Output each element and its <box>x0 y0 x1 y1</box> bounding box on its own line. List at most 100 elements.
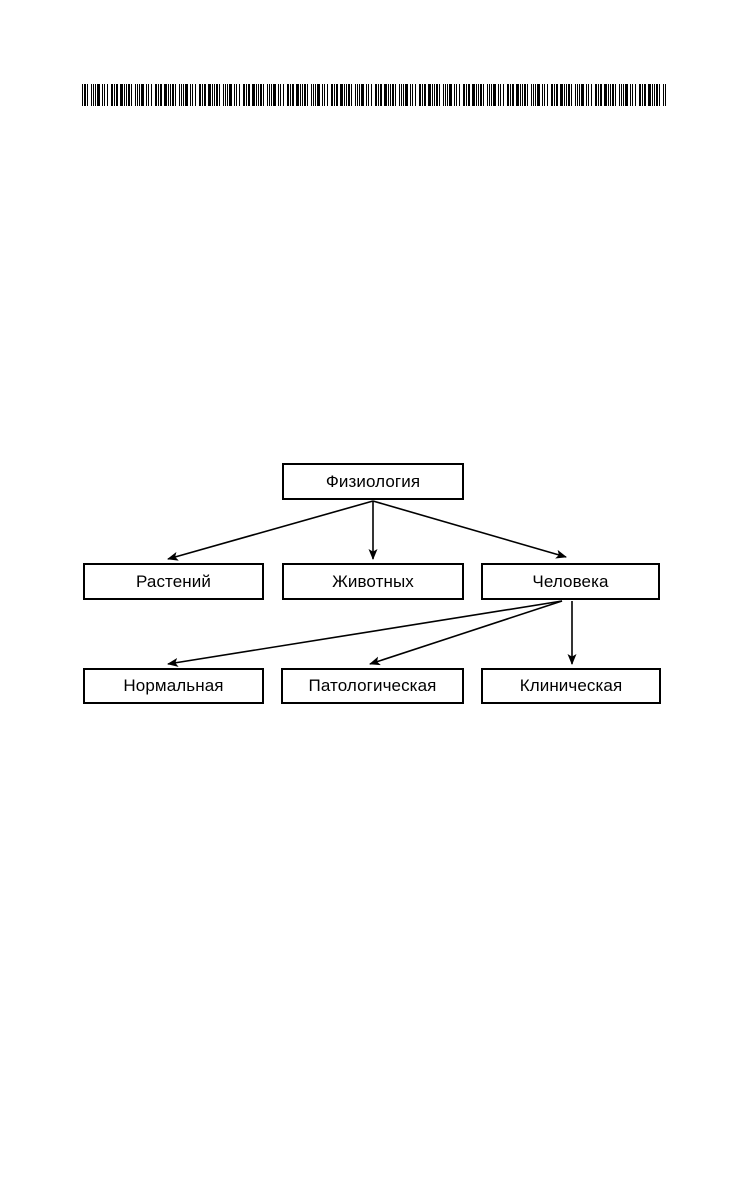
node-fiziologiya[interactable]: Физиология <box>282 463 464 500</box>
barcode-bar <box>155 84 157 106</box>
barcode-bar <box>192 84 193 106</box>
barcode-bar <box>315 84 316 106</box>
barcode-bar <box>317 84 320 106</box>
barcode-bar <box>380 84 382 106</box>
barcode-bar <box>351 84 352 106</box>
barcode-bar <box>172 84 174 106</box>
barcode-bar <box>434 84 435 106</box>
barcode-bar <box>97 84 100 106</box>
barcode-bar <box>623 84 624 106</box>
barcode-bar <box>195 84 196 106</box>
barcode-bar <box>577 84 578 106</box>
barcode-bar <box>493 84 496 106</box>
edge-fiziologiya-cheloveka <box>372 500 567 559</box>
barcode-bar <box>447 84 448 106</box>
barcode-bar <box>128 84 130 106</box>
barcode-bar <box>512 84 514 106</box>
barcode-bar <box>604 84 607 106</box>
barcode-bar <box>487 84 488 106</box>
barcode-bar <box>273 84 276 106</box>
barcode-bar <box>151 84 152 106</box>
barcode-bar <box>520 84 521 106</box>
barcode-bar <box>635 84 636 106</box>
barcode-bar <box>104 84 105 106</box>
edge-cheloveka-normalnaya <box>167 600 563 667</box>
barcode-bar <box>436 84 438 106</box>
barcode-bar <box>432 84 433 106</box>
barcode-bar <box>164 84 167 106</box>
barcode-bar <box>114 84 115 106</box>
barcode-bar <box>227 84 228 106</box>
barcode-bar <box>449 84 452 106</box>
barcode-bar <box>141 84 144 106</box>
barcode-bar <box>483 84 484 106</box>
barcode-bar <box>131 84 132 106</box>
barcode-bar <box>419 84 421 106</box>
barcode-bar <box>216 84 218 106</box>
barcode-bar <box>292 84 294 106</box>
barcode-bar <box>522 84 523 106</box>
barcode-bar <box>260 84 262 106</box>
barcode-bar <box>236 84 237 106</box>
barcode-bar <box>102 84 103 106</box>
barcode-bar <box>566 84 567 106</box>
node-label-normalnaya: Нормальная <box>123 676 224 695</box>
barcode-bar <box>466 84 467 106</box>
barcode-bar <box>547 84 548 106</box>
barcode-bar <box>361 84 364 106</box>
barcode-bar <box>384 84 387 106</box>
barcode-bar <box>598 84 599 106</box>
barcode-bar <box>665 84 666 106</box>
barcode-bar <box>280 84 281 106</box>
node-zhivotnyh[interactable]: Животных <box>282 563 464 600</box>
barcode-bar <box>491 84 492 106</box>
node-cheloveka[interactable]: Человека <box>481 563 660 600</box>
barcode-bar <box>246 84 247 106</box>
barcode-bar <box>399 84 400 106</box>
barcode-bar <box>510 84 511 106</box>
barcode-bar <box>212 84 213 106</box>
barcode-bar <box>223 84 224 106</box>
barcode-bar <box>459 84 460 106</box>
barcode-bar <box>612 84 614 106</box>
barcode-bar <box>287 84 289 106</box>
barcode-bar <box>395 84 396 106</box>
barcode-bar <box>428 84 431 106</box>
node-klinicheskaya[interactable]: Клиническая <box>481 668 661 704</box>
barcode-bar <box>654 84 655 106</box>
barcode-bar <box>336 84 338 106</box>
barcode-bar <box>424 84 426 106</box>
barcode-bar <box>204 84 206 106</box>
barcode-bar <box>116 84 118 106</box>
barcode-bar <box>524 84 526 106</box>
barcode-bar <box>403 84 404 106</box>
barcode-bar <box>91 84 92 106</box>
barcode-bar <box>300 84 301 106</box>
node-patologicheskaya[interactable]: Патологическая <box>281 668 464 704</box>
barcode-bar <box>503 84 504 106</box>
barcode-bar <box>324 84 325 106</box>
barcode-bar <box>346 84 347 106</box>
barcode-bar <box>642 84 643 106</box>
barcode-bar <box>82 84 83 106</box>
barcode-bar <box>619 84 620 106</box>
barcode-bar <box>199 84 201 106</box>
barcode-bar <box>648 84 651 106</box>
barcode-bar <box>533 84 534 106</box>
barcode-bar <box>278 84 279 106</box>
barcode-bar <box>535 84 536 106</box>
barcode-bar <box>564 84 565 106</box>
edge-fiziologiya-rasteniy <box>167 500 374 561</box>
barcode-bar <box>456 84 457 106</box>
barcode-bar <box>621 84 622 106</box>
barcode-bar <box>568 84 570 106</box>
barcode-bar <box>214 84 215 106</box>
barcode-bar <box>454 84 455 106</box>
barcode-bar <box>126 84 127 106</box>
barcode-bar <box>95 84 96 106</box>
barcode-bar <box>663 84 664 106</box>
node-normalnaya[interactable]: Нормальная <box>83 668 264 704</box>
node-rasteniy[interactable]: Растений <box>83 563 264 600</box>
barcode-bar <box>615 84 616 106</box>
